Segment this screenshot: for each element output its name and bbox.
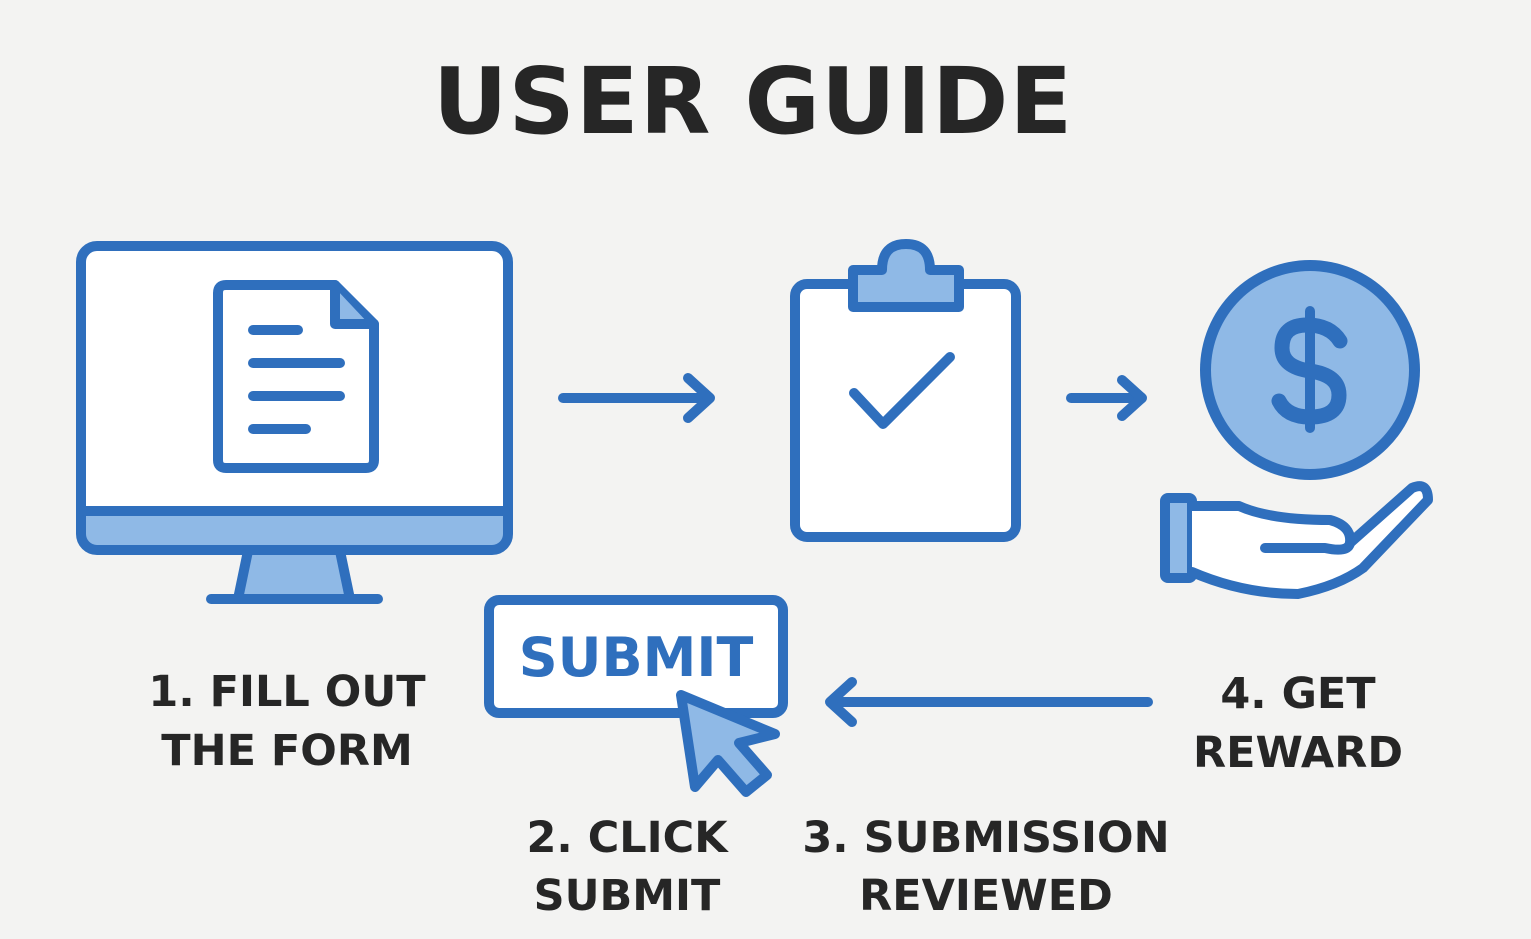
submit-button-label: SUBMIT	[519, 626, 754, 689]
step-3-line-1: 3. SUBMISSION	[802, 813, 1169, 863]
arrow-right-1	[558, 373, 715, 423]
step-1-line-1: 1. FILL OUT	[148, 667, 426, 717]
step-2-label: 2. CLICK SUBMIT	[526, 813, 729, 921]
step-3-label: 3. SUBMISSION REVIEWED	[802, 813, 1169, 921]
step-2-line-2: SUBMIT	[534, 871, 721, 921]
page-title: USER GUIDE	[433, 48, 1073, 155]
hand-icon	[1160, 481, 1433, 599]
arrow-left	[825, 677, 1153, 727]
step-1-line-2: THE FORM	[161, 726, 413, 776]
document-icon	[213, 280, 379, 473]
step-4-label: 4. GET REWARD	[1193, 669, 1403, 778]
arrow-right-2	[1066, 375, 1147, 421]
submit-button[interactable]: SUBMIT	[484, 595, 788, 718]
step-2-line-1: 2. CLICK	[526, 813, 729, 863]
step-3-line-2: REVIEWED	[859, 871, 1113, 921]
dollar-coin-icon	[1200, 260, 1420, 480]
step-4-line-2: REWARD	[1193, 728, 1403, 778]
clipboard-check-icon	[790, 239, 1021, 542]
step-4-line-1: 4. GET	[1220, 669, 1376, 719]
cursor-arrow-icon	[676, 690, 780, 797]
step-1-label: 1. FILL OUT THE FORM	[148, 667, 426, 776]
